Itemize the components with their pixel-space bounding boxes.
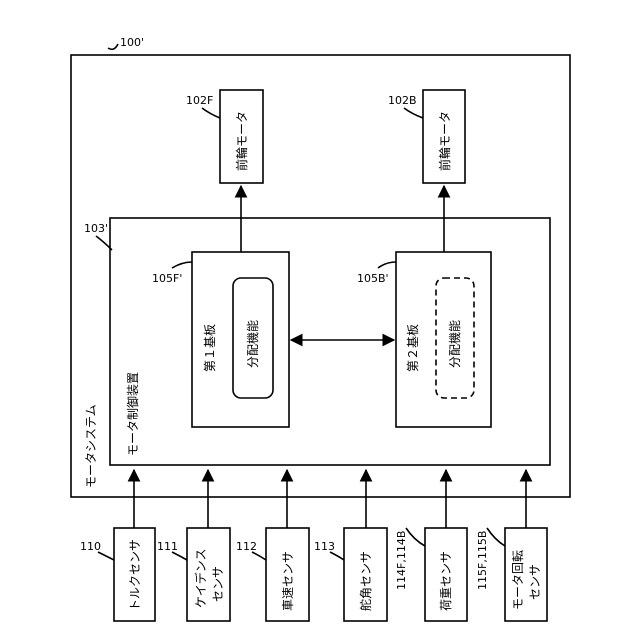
system-ref-leader [108,44,118,49]
board1-ref: 105F' [152,272,182,285]
controller-ref: 103' [84,222,108,235]
motor-front-ref: 102F [186,94,213,107]
board1-distribution-label: 分配機能 [245,320,260,368]
sensor-ref: 112 [236,540,257,553]
sensor-label: トルクセンサ [128,539,142,611]
board1-label: 第１基板 [203,324,217,372]
sensor-ref-leader [252,552,266,560]
motor-front-label: 前輪モータ [234,111,249,171]
sensor-label: 舵角センサ [358,551,373,611]
board2-ref: 105B' [357,272,389,285]
sensor-ref-leader [487,528,505,546]
system-ref: 100' [120,36,144,49]
board2-distribution-label: 分配機能 [447,320,462,368]
controller-label: モータ制御装置 [125,372,140,456]
board2-label: 第２基板 [406,324,420,372]
sensor-label: 荷重センサ [439,551,453,611]
system-label: モータシステム [84,404,98,488]
sensor-label: モータ回転 [511,550,525,610]
sensor-ref: 114F,114B [395,531,408,590]
motor-back-label: 前輪モータ [437,111,452,171]
sensor-ref-leader [172,552,187,560]
sensor-label-line2: センサ [211,566,225,602]
motor-back-ref: 102B [388,94,417,107]
sensor-label-line2: センサ [528,564,542,600]
sensor-ref: 115F,115B [476,531,489,590]
sensor-label: 車速センサ [281,551,295,611]
sensor-ref-leader [330,552,344,560]
sensor-ref: 113 [314,540,335,553]
sensor-ref: 110 [80,540,101,553]
sensor-ref: 111 [157,540,178,553]
sensor-label: ケイデンス [193,548,208,608]
sensor-ref-leader [406,528,425,546]
sensor-ref-leader [98,552,114,560]
